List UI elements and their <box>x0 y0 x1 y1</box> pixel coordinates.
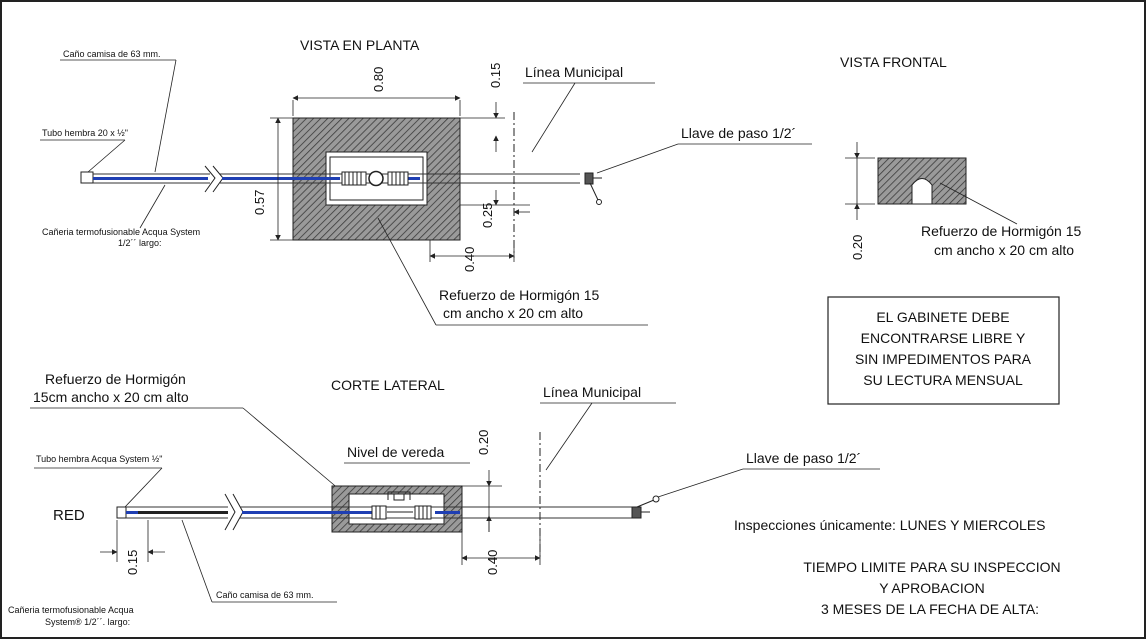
section-reinforcement-1: Refuerzo de Hormigón <box>45 371 186 387</box>
plan-dim-height: 0.57 <box>252 117 293 241</box>
plan-reinforcement-2: cm ancho x 20 cm alto <box>443 305 583 321</box>
section-red-label: RED <box>53 507 85 524</box>
front-concrete-block <box>877 157 967 205</box>
plan-valve-label: Llave de paso 1/2´ <box>681 125 796 141</box>
inspection-days: Inspecciones únicamente: LUNES Y MIERCOL… <box>734 517 1046 533</box>
plan-pipe <box>80 165 602 205</box>
front-title: VISTA FRONTAL <box>840 54 947 70</box>
svg-text:0.80: 0.80 <box>371 67 386 92</box>
plan-title: VISTA EN PLANTA <box>300 37 420 53</box>
section-pipe-label-1: Cañeria termofusionable Acqua <box>8 605 134 615</box>
svg-text:0.25: 0.25 <box>480 203 495 228</box>
section-cabinet <box>331 485 463 533</box>
section-sidewalk-level: Nivel de vereda <box>347 444 444 460</box>
svg-text:SU LECTURA MENSUAL: SU LECTURA MENSUAL <box>863 372 1023 388</box>
plan-reinforcement-1: Refuerzo de Hormigón 15 <box>439 287 600 303</box>
section-valve-label: Llave de paso 1/2´ <box>746 450 861 466</box>
plan-pipe-label-2: 1/2´´ largo: <box>118 238 162 248</box>
svg-text:0.57: 0.57 <box>252 190 267 215</box>
plan-tube-label: Tubo hembra 20 x ½" <box>42 128 128 138</box>
plan-sleeve-label: Caño camisa de 63 mm. <box>63 49 161 59</box>
plan-dim-inner: 0.25 <box>460 190 530 228</box>
plan-dim-top: 0.15 <box>460 63 505 152</box>
plan-dim-width: 0.80 <box>292 67 461 116</box>
section-pipe <box>116 493 660 531</box>
svg-text:0.20: 0.20 <box>850 235 865 260</box>
plan-pipe-label-1: Cañeria termofusionable Acqua System <box>42 227 200 237</box>
front-reinforcement-2: cm ancho x 20 cm alto <box>934 242 1074 258</box>
section-municipal-line-label: Línea Municipal <box>543 384 641 400</box>
inspection-limit-3: 3 MESES DE LA FECHA DE ALTA: <box>821 601 1039 617</box>
section-reinforcement-2: 15cm ancho x 20 cm alto <box>33 389 189 405</box>
svg-text:0.40: 0.40 <box>485 550 500 575</box>
svg-text:0.20: 0.20 <box>476 430 491 455</box>
plan-dim-bottom: 0.40 <box>429 240 515 272</box>
front-reinforcement-1: Refuerzo de Hormigón 15 <box>921 223 1082 239</box>
plan-municipal-line-label: Línea Municipal <box>525 64 623 80</box>
svg-text:ENCONTRARSE LIBRE Y: ENCONTRARSE LIBRE Y <box>861 330 1026 346</box>
inspection-limit-2: Y APROBACION <box>879 580 985 596</box>
section-dim-left: 0.15 <box>100 520 165 575</box>
cabinet-note-box: EL GABINETE DEBE ENCONTRARSE LIBRE Y SIN… <box>827 296 1060 405</box>
svg-text:0.15: 0.15 <box>125 550 140 575</box>
section-pipe-label-2: System® 1/2´´. largo: <box>45 617 130 627</box>
svg-text:SIN IMPEDIMENTOS PARA: SIN IMPEDIMENTOS PARA <box>855 351 1032 367</box>
section-tube-label: Tubo hembra Acqua System ½" <box>36 454 162 464</box>
section-title: CORTE LATERAL <box>331 377 445 393</box>
inspection-limit-1: TIEMPO LIMITE PARA SU INSPECCION <box>803 559 1060 575</box>
front-dim: 0.20 <box>845 142 875 260</box>
svg-text:EL GABINETE DEBE: EL GABINETE DEBE <box>876 309 1009 325</box>
section-sleeve-label: Caño camisa de 63 mm. <box>216 590 314 600</box>
section-dim-bottom: 0.40 <box>461 532 541 575</box>
svg-text:0.15: 0.15 <box>488 63 503 88</box>
svg-text:0.40: 0.40 <box>462 247 477 272</box>
section-dim-top: 0.20 <box>462 430 502 532</box>
